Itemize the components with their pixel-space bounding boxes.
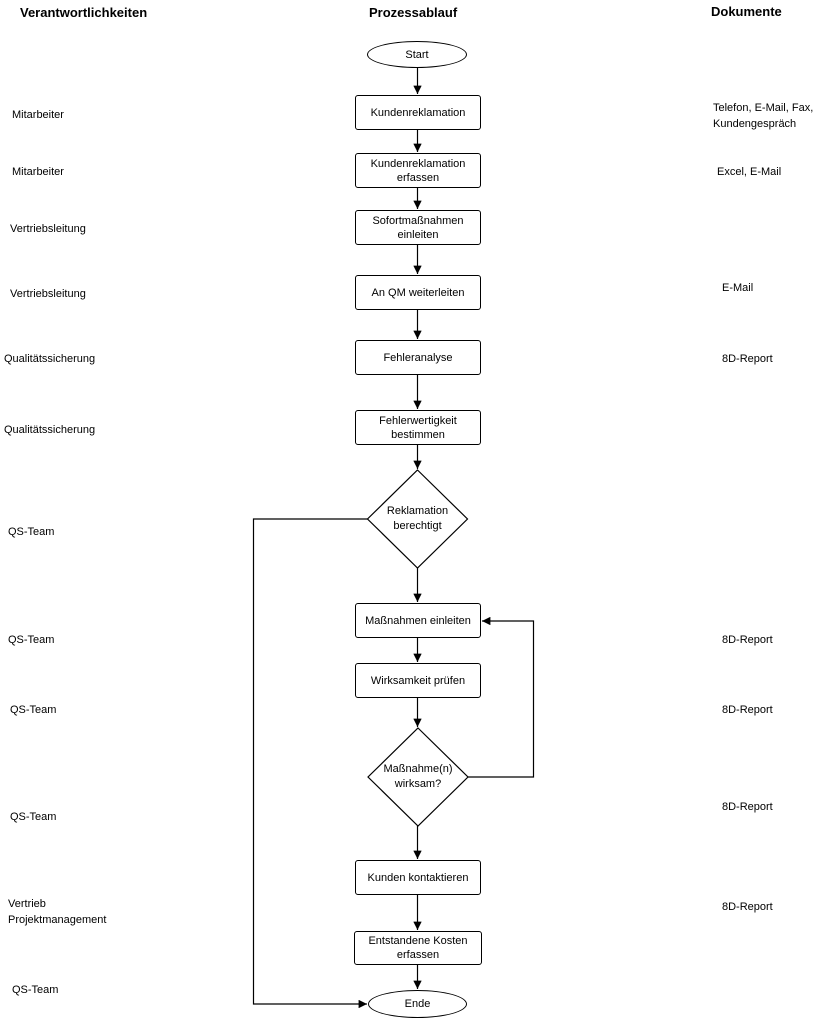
- responsibility-label: QS-Team: [8, 634, 55, 646]
- document-label: E-Mail: [722, 282, 754, 294]
- decision-label-reklamation-berechtigt: Reklamation berechtigt: [386, 505, 449, 532]
- flow-node-massnahmen-einleiten: Maßnahmen einleiten: [355, 603, 481, 638]
- flow-node-sofortmassnahmen-einleiten: Sofortmaßnahmen einleiten: [355, 210, 481, 245]
- responsibility-label: Mitarbeiter: [12, 109, 64, 121]
- flow-node-start: Start: [367, 41, 467, 68]
- responsibility-label: Vertriebsleitung: [10, 223, 86, 235]
- column-header-responsibilities: Verantwortlichkeiten: [20, 5, 148, 20]
- responsibility-label: Mitarbeiter: [12, 166, 64, 178]
- document-label: 8D-Report: [722, 634, 773, 646]
- document-label: 8D-Report: [722, 901, 773, 913]
- connector-decision1-bypass-to-ende: [252, 518, 368, 1009]
- decision-label-massnahme-wirksam: Maßnahme(n) wirksam?: [383, 763, 453, 790]
- document-label: 8D-Report: [722, 704, 773, 716]
- connector-decision2-loop-to-massnahmen: [468, 616, 535, 778]
- responsibility-label: Vertrieb Projektmanagement: [8, 898, 107, 926]
- decision-diamond-massnahme-wirksam-shape: [367, 727, 469, 827]
- flow-node-kundenreklamation: Kundenreklamation: [355, 95, 481, 130]
- document-label: Excel, E-Mail: [717, 166, 782, 178]
- flow-node-entstandene-kosten: Entstandene Kosten erfassen: [354, 931, 482, 965]
- responsibility-label: Qualitätssicherung: [4, 424, 96, 436]
- responsibility-label: Vertriebsleitung: [10, 288, 86, 300]
- document-label: 8D-Report: [722, 801, 773, 813]
- flow-node-kundenreklamation-erfassen: Kundenreklamation erfassen: [355, 153, 481, 188]
- document-label: 8D-Report: [722, 353, 773, 365]
- flow-node-ende: Ende: [368, 990, 467, 1018]
- flow-node-fehlerwertigkeit-bestimmen: Fehlerwertigkeit bestimmen: [355, 410, 481, 445]
- responsibility-label: QS-Team: [10, 811, 57, 823]
- flow-node-an-qm-weiterleiten: An QM weiterleiten: [355, 275, 481, 310]
- responsibility-label: Qualitätssicherung: [4, 353, 96, 365]
- column-header-process: Prozessablauf: [369, 5, 458, 20]
- responsibility-label: QS-Team: [8, 526, 55, 538]
- flow-node-wirksamkeit-pruefen: Wirksamkeit prüfen: [355, 663, 481, 698]
- responsibility-label: QS-Team: [12, 984, 59, 996]
- column-header-documents: Dokumente: [711, 4, 782, 19]
- decision-diamond-reklamation-berechtigt-shape: [366, 469, 469, 569]
- flow-node-fehleranalyse: Fehleranalyse: [355, 340, 481, 375]
- document-label: Telefon, E-Mail, Fax, Kundengespräch: [713, 102, 814, 130]
- flow-node-kunden-kontaktieren: Kunden kontaktieren: [355, 860, 481, 895]
- responsibility-label: QS-Team: [10, 704, 57, 716]
